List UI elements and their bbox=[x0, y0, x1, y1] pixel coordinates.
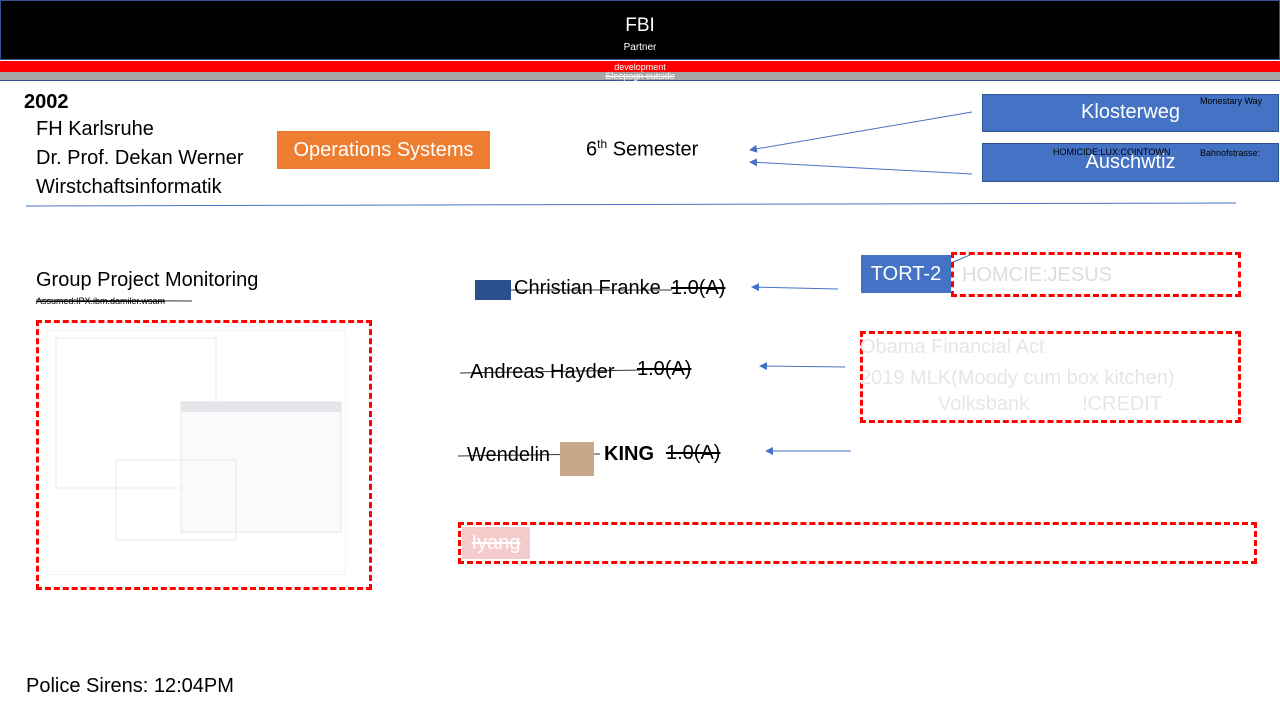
operations-systems-button[interactable]: Operations Systems bbox=[277, 131, 490, 169]
obama-line-1: Obama Financial Act bbox=[860, 336, 1045, 358]
header-subtitle: Partner bbox=[623, 42, 657, 53]
red-band-text: development bbox=[614, 62, 666, 72]
strike-hayder bbox=[459, 369, 641, 374]
strike-gpm-sub bbox=[35, 299, 193, 302]
klosterweg-box[interactable] bbox=[982, 94, 1279, 132]
student-name-king: KING bbox=[604, 443, 654, 465]
grey-band-text: Sleepogn outside bbox=[605, 71, 675, 81]
franke-photo bbox=[475, 280, 511, 300]
tort-connector bbox=[950, 254, 971, 264]
student-name-hayder: Andreas Hayder bbox=[470, 361, 615, 383]
arrow-franke bbox=[751, 283, 839, 292]
student-name-wendelin: Wendelin bbox=[467, 444, 551, 466]
semester-label: 6th Semester bbox=[586, 137, 698, 162]
semester-text: Semester bbox=[612, 138, 699, 161]
obama-line-3a: Volksbank bbox=[938, 393, 1030, 415]
group-project-title: Group Project Monitoring bbox=[36, 269, 259, 291]
arrow-auschwtiz bbox=[749, 158, 973, 175]
klosterweg-label: Klosterweg bbox=[1081, 101, 1180, 123]
info-line-3: Wirstchaftsinformatik bbox=[36, 176, 222, 198]
info-line-1: FH Karlsruhe bbox=[36, 118, 154, 140]
homcie-frame bbox=[951, 252, 1241, 297]
arrow-klosterweg bbox=[749, 111, 973, 153]
obama-line-3b: !CREDIT bbox=[1082, 393, 1162, 415]
divider-line bbox=[25, 202, 1237, 207]
tort-2-button[interactable]: TORT-2 bbox=[861, 255, 951, 293]
homcie-text: HOMCIE:JESUS bbox=[962, 264, 1113, 286]
auschwtiz-note-2: Bahnofstrasse: bbox=[1200, 148, 1261, 158]
header-title: FBI bbox=[625, 15, 655, 36]
student-grade-hayder: 1.0(A) bbox=[637, 358, 692, 380]
year-label: 2002 bbox=[24, 91, 69, 113]
info-line-2: Dr. Prof. Dekan Werner bbox=[36, 147, 244, 169]
iyang-label: Iyang bbox=[462, 527, 530, 559]
red-band bbox=[0, 61, 1280, 72]
group-project-subtitle: Assumed:IPX.ibm.damiler.wsam bbox=[36, 296, 166, 306]
student-grade-king: 1.0(A) bbox=[666, 442, 721, 464]
police-sirens-status: Police Sirens: 12:04PM bbox=[26, 675, 234, 697]
arrow-hayder bbox=[759, 362, 846, 371]
obama-frame bbox=[860, 331, 1241, 423]
auschwtiz-box[interactable] bbox=[982, 143, 1279, 182]
semester-suffix: th bbox=[597, 137, 608, 151]
iyang-frame bbox=[458, 522, 1257, 564]
king-photo bbox=[560, 442, 594, 476]
student-grade-franke: 1.0(A) bbox=[671, 277, 726, 299]
auschwtiz-label: Auschwtiz bbox=[1085, 151, 1176, 173]
auschwtiz-note-1: HOMICIDE:LUX:COINTOWN bbox=[1053, 147, 1171, 157]
header-bar bbox=[0, 0, 1280, 60]
semester-number: 6 bbox=[586, 138, 598, 161]
student-name-franke: Christian Franke bbox=[514, 277, 661, 299]
screenshot-frame bbox=[36, 320, 372, 590]
klosterweg-note: Monestary Way bbox=[1200, 96, 1263, 106]
obama-line-2: 2019 MLK(Moody cum box kitchen) bbox=[860, 367, 1175, 389]
faded-screenshot-image bbox=[46, 330, 346, 575]
grey-band bbox=[0, 72, 1280, 81]
